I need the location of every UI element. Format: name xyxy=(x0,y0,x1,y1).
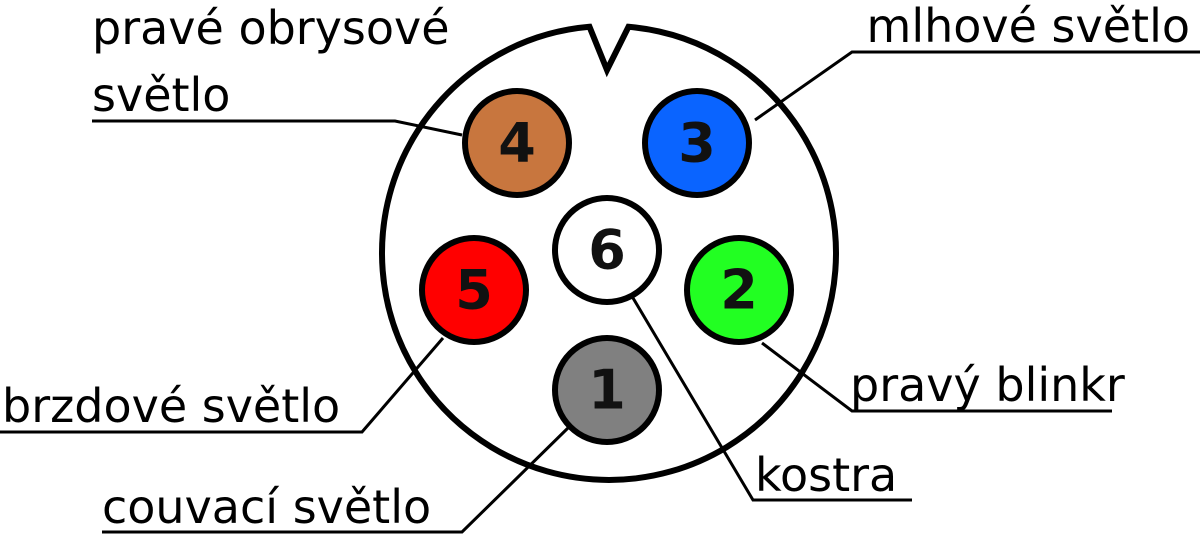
pin-4: 4 xyxy=(462,88,572,198)
pin-5-contact xyxy=(419,235,529,345)
pin-3-number: 3 xyxy=(678,112,716,175)
pin-6-number: 6 xyxy=(588,219,626,282)
pin-1-number: 1 xyxy=(588,359,626,422)
pin-4-number: 4 xyxy=(498,112,536,175)
pin-1: 1 xyxy=(552,335,662,445)
label-pin-6: kostra xyxy=(755,448,897,502)
pin-2: 2 xyxy=(684,235,794,345)
pin-3-contact xyxy=(642,88,752,198)
leader-line-pin-1 xyxy=(102,424,572,534)
label-pin-4-line1: pravé obrysové xyxy=(92,1,450,55)
label-pin-4-line2: světlo xyxy=(92,68,230,122)
label-pin-5: brzdové světlo xyxy=(2,379,340,433)
pin-6-contact xyxy=(552,195,662,305)
pin-1-contact xyxy=(552,335,662,445)
label-pin-1: couvací světlo xyxy=(102,480,431,534)
leader-line-pin-4 xyxy=(92,119,463,137)
leader-line-pin-3 xyxy=(754,50,1200,122)
leader-line-pin-5 xyxy=(0,337,445,434)
pin-2-number: 2 xyxy=(720,259,758,322)
leader-line-pin-6 xyxy=(631,297,912,502)
pin-5-number: 5 xyxy=(455,259,493,322)
pin-3: 3 xyxy=(642,88,752,198)
label-pin-3: mlhové světlo xyxy=(867,0,1190,53)
pin-2-contact xyxy=(684,235,794,345)
leader-line-pin-2 xyxy=(761,341,1112,413)
pin-6: 6 xyxy=(552,195,662,305)
pin-4-contact xyxy=(462,88,572,198)
label-pin-2: pravý blinkr xyxy=(850,358,1125,412)
pin-5: 5 xyxy=(419,235,529,345)
